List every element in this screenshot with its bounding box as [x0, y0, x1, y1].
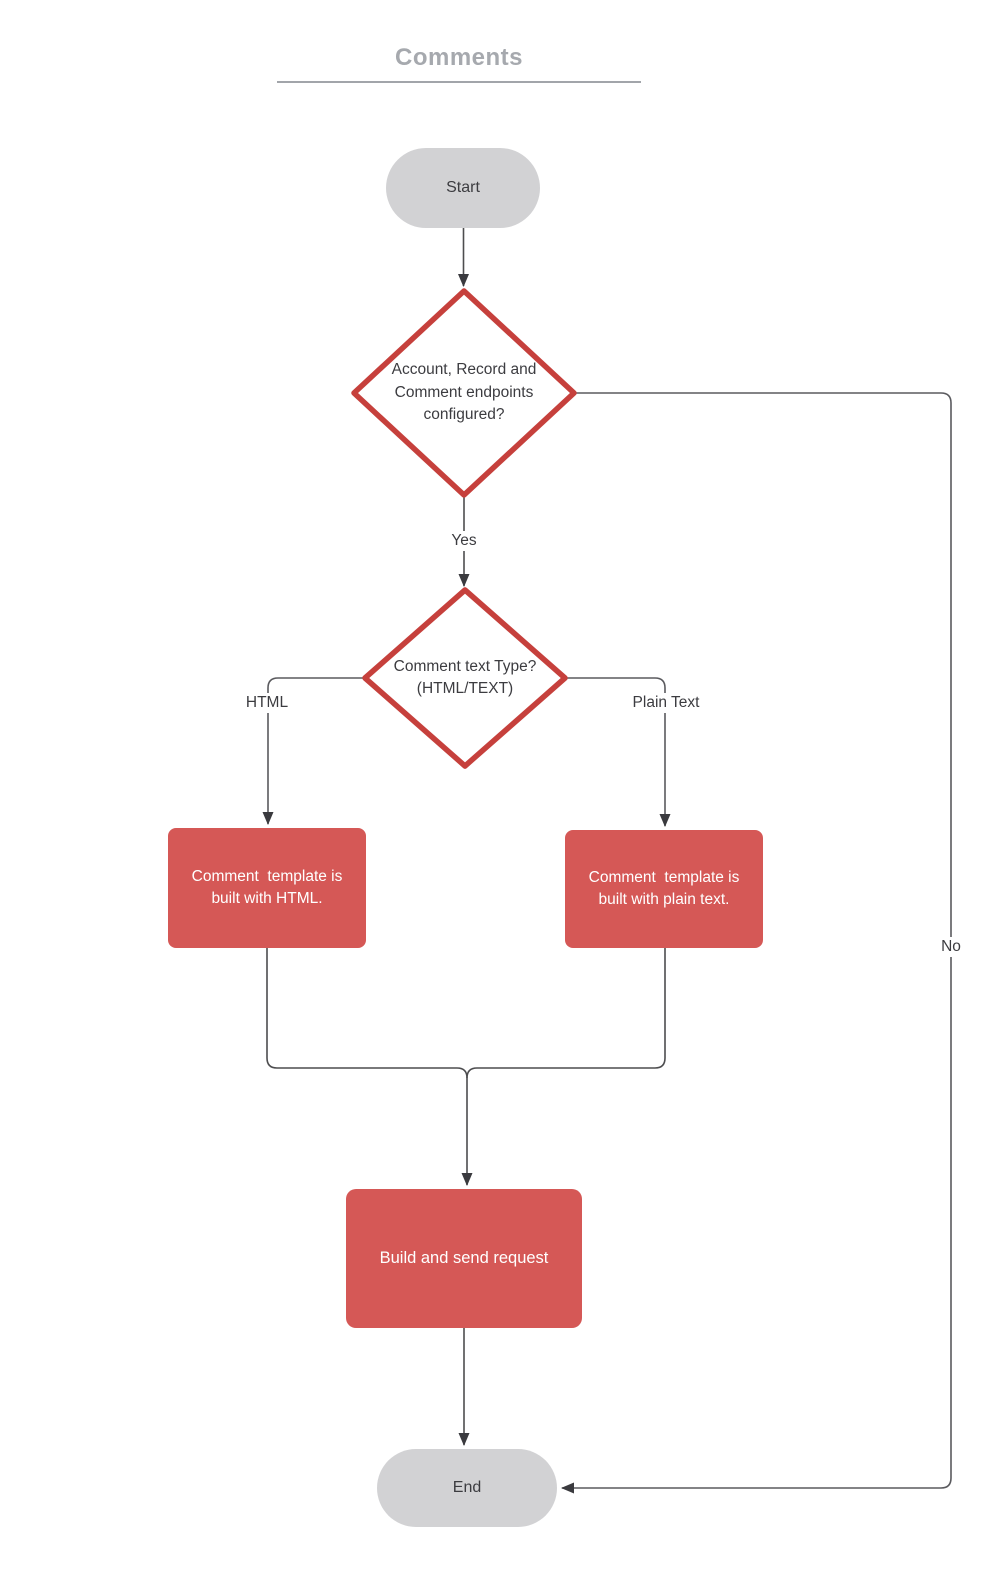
end-node-label: End: [452, 1479, 482, 1496]
process-plain-label: Comment template is built with plain tex…: [588, 869, 744, 908]
edge-html-box-to-build: [266, 948, 473, 1186]
start-node-label: Start: [446, 179, 480, 196]
decision-text-type-shape[interactable]: [362, 587, 568, 769]
edge-label-yes: Yes: [447, 531, 481, 551]
title-divider: [277, 81, 641, 83]
edge-decision2-plaintext: [564, 677, 671, 827]
end-node[interactable]: End: [377, 1449, 557, 1527]
diagram-title: Comments: [394, 44, 524, 71]
process-build-label: Build and send request: [379, 1248, 549, 1267]
decision-endpoints-shape[interactable]: [351, 288, 577, 498]
edge-label-no: No: [937, 937, 965, 957]
edge-decision2-html: [262, 677, 366, 825]
process-plain-node[interactable]: Comment template is built with plain tex…: [565, 830, 763, 948]
edge-label-plain-text: Plain Text: [628, 693, 704, 713]
edge-plain-box-to-build: [466, 948, 666, 1079]
edge-label-html: HTML: [241, 693, 293, 713]
start-node[interactable]: Start: [386, 148, 540, 228]
process-html-label: Comment template is built with HTML.: [191, 868, 347, 907]
process-build-node[interactable]: Build and send request: [346, 1189, 582, 1328]
process-html-node[interactable]: Comment template is built with HTML.: [168, 828, 366, 948]
